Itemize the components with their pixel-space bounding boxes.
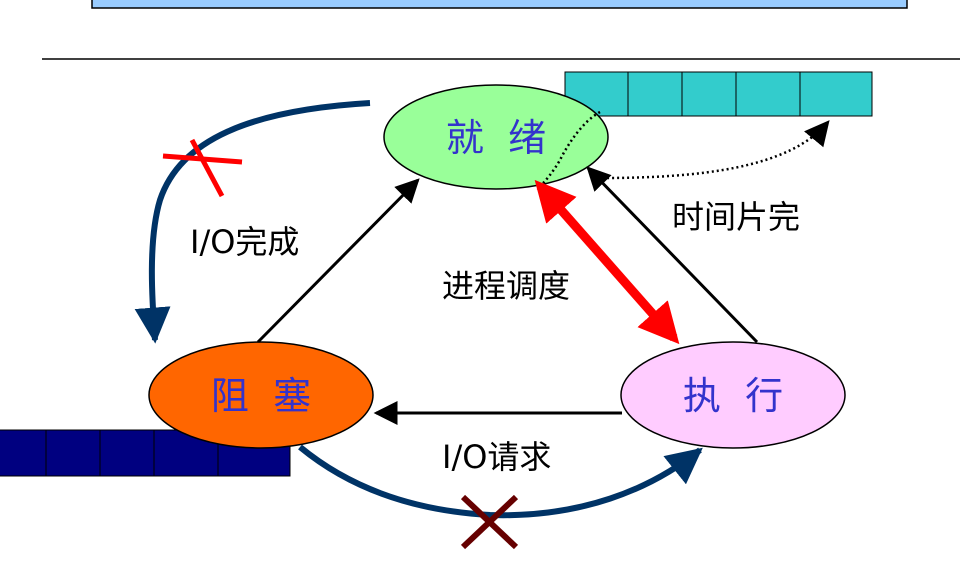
ready-ellipse bbox=[383, 84, 609, 190]
label-io-complete: I/O完成 bbox=[190, 223, 299, 261]
state-ready: 就 绪 bbox=[383, 84, 609, 190]
invalid-arrow-ready-to-blocked bbox=[134, 100, 371, 344]
ready-queue-cell bbox=[735, 71, 801, 117]
blocked-queue-cell bbox=[45, 429, 101, 477]
arrow-time-slice bbox=[586, 166, 759, 344]
ready-queue-cell bbox=[681, 71, 737, 117]
arrow-dispatch bbox=[534, 179, 680, 345]
blocked-queue-cell bbox=[0, 429, 47, 477]
cross-mark-dark bbox=[460, 494, 519, 550]
blocked-ellipse bbox=[148, 341, 374, 449]
ready-queue-cell bbox=[627, 71, 683, 117]
blocked-queue-cell bbox=[99, 429, 155, 477]
blocked-label: 阻 塞 bbox=[211, 374, 311, 418]
cross-mark-red bbox=[162, 138, 243, 198]
header-box bbox=[91, 0, 908, 9]
running-label: 执 行 bbox=[683, 374, 783, 418]
invalid-arrow-blocked-to-running bbox=[298, 444, 703, 519]
ready-queue bbox=[564, 71, 873, 117]
arrow-io-complete bbox=[256, 178, 420, 344]
label-dispatch: 进程调度 bbox=[442, 267, 570, 305]
queue-link-dotted bbox=[537, 110, 601, 189]
label-io-request: I/O请求 bbox=[442, 438, 551, 476]
time-slice-queue-dotted-arrow bbox=[601, 120, 830, 180]
ready-queue-cell bbox=[799, 71, 873, 117]
ready-label: 就 绪 bbox=[446, 116, 546, 160]
label-time-slice: 时间片完 bbox=[672, 198, 800, 236]
state-blocked: 阻 塞 bbox=[148, 341, 374, 449]
state-running: 执 行 bbox=[620, 341, 846, 449]
running-ellipse bbox=[620, 341, 846, 449]
